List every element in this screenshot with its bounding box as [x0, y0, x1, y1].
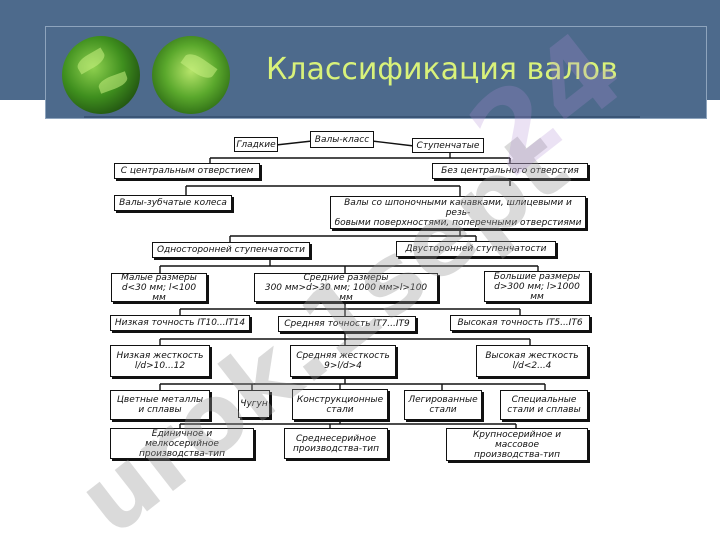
node-root: Валы-класс: [310, 131, 374, 148]
node-label: Низкая точность IT10...IT14: [114, 318, 246, 328]
node-label: Цветные металлы: [116, 395, 204, 405]
node-label: стали: [429, 405, 457, 415]
node-label: Низкая жесткость: [116, 351, 204, 361]
node-smooth: Гладкие: [234, 137, 278, 152]
node-label: производства-тип: [138, 448, 225, 459]
node-label: Двусторонней ступенчатости: [405, 244, 547, 254]
node-label: Конструкционные: [296, 394, 384, 405]
node-gear-shafts: Валы-зубчатые колеса: [114, 195, 232, 211]
node-label: 300 мм>d>30 мм; 1000 мм>l>100 мм: [264, 282, 428, 303]
node-label: d>300 мм; l>1000 мм: [494, 281, 580, 302]
leaf-logo-icon: [152, 36, 230, 114]
node-low-precision: Низкая точность IT10...IT14: [110, 315, 250, 331]
node-label: производства-тип: [292, 443, 379, 454]
node-without-hole: Без центрального отверстия: [432, 163, 588, 179]
title-underline: [84, 116, 640, 118]
node-mid-precision: Средняя точность IT7...IT9: [278, 316, 416, 332]
node-label: Ступенчатые: [416, 140, 480, 151]
slide-title: Классификация валов: [266, 52, 618, 87]
node-label: Большие размеры: [493, 271, 581, 282]
node-label: Крупносерийное и массовое: [472, 429, 562, 450]
node-label: Специальные: [511, 395, 577, 405]
node-label: Высокая точность IT5...IT6: [457, 318, 583, 328]
node-label: Валы-зубчатые колеса: [119, 198, 227, 208]
node-label: и сплавы: [138, 405, 182, 415]
node-label: бовыми поверхностями, поперечными отверс…: [334, 217, 582, 228]
leaf-logo-icon: [62, 36, 140, 114]
node-label: производства-тип: [473, 449, 560, 460]
node-label: l/d>10...12: [134, 361, 186, 371]
node-with-hole: С центральным отверстием: [114, 163, 260, 179]
node-label: Чугун: [240, 399, 268, 409]
node-label: Легированные: [408, 395, 478, 405]
node-label: Валы со шпоночными канавками, шлицевыми …: [344, 197, 572, 218]
node-label: стали: [326, 404, 354, 415]
node-label: Малые размеры: [121, 272, 197, 283]
node-label: Средняя точность IT7...IT9: [284, 319, 410, 329]
node-label: Валы-класс: [314, 134, 370, 145]
node-label: Единичное и мелкосерийное: [145, 428, 219, 449]
node-label: 9>l/d>4: [324, 361, 362, 371]
node-label: d<30 мм; l<100 мм: [121, 282, 197, 303]
node-label: Гладкие: [236, 139, 276, 150]
node-label: Средняя жесткость: [296, 351, 390, 361]
node-label: Односторонней ступенчатости: [156, 245, 306, 255]
node-label: Среднесерийное: [295, 433, 376, 444]
node-label: Средние размеры: [303, 272, 389, 283]
node-keyway-shafts: Валы со шпоночными канавками, шлицевыми …: [330, 196, 586, 229]
node-label: Высокая жесткость: [485, 351, 579, 361]
node-label: С центральным отверстием: [120, 166, 254, 176]
node-stepped: Ступенчатые: [412, 138, 484, 153]
node-cast-iron: Чугун: [238, 390, 270, 418]
node-label: Без центрального отверстия: [441, 166, 579, 176]
node-label: стали и сплавы: [507, 405, 581, 415]
node-label: l/d<2...4: [512, 361, 552, 371]
node-high-precision: Высокая точность IT5...IT6: [450, 315, 590, 331]
node-two-sided: Двусторонней ступенчатости: [396, 241, 556, 257]
node-one-sided: Односторонней ступенчатости: [152, 242, 310, 258]
